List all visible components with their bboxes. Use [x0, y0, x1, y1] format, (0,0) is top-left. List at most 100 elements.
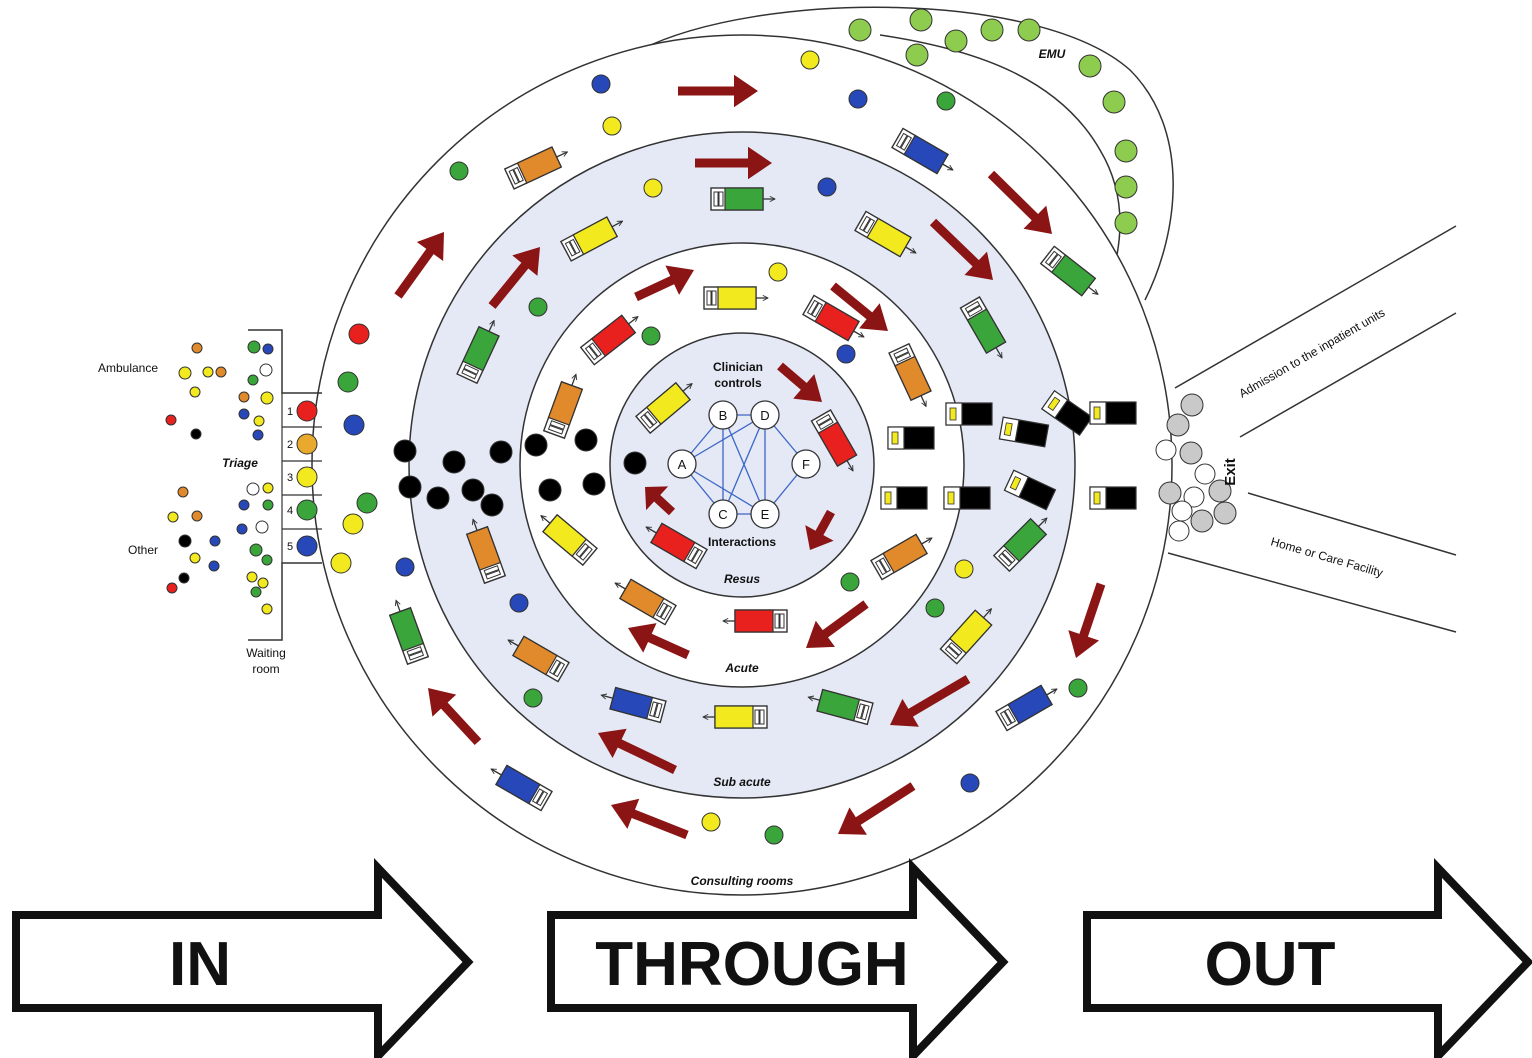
- boarding-patient-bed: [943, 486, 991, 510]
- patient-dot: [178, 366, 192, 380]
- waiting-room-label-1: Waiting: [246, 646, 286, 660]
- patient-bed: [710, 187, 775, 211]
- flow-arrow: [598, 728, 677, 775]
- ambulance-label: Ambulance: [98, 361, 158, 375]
- patient-dot: [623, 451, 647, 475]
- patient-bed: [388, 597, 430, 666]
- phase-label: IN: [169, 930, 231, 999]
- patient-dot: [262, 482, 274, 494]
- patient-dot: [848, 89, 868, 109]
- patient-dot: [489, 440, 513, 464]
- patient-dot: [1158, 481, 1182, 505]
- patient-bed: [939, 601, 993, 665]
- patient-bed: [534, 513, 598, 567]
- patient-dot: [330, 552, 352, 574]
- patient-bed: [810, 409, 858, 476]
- patient-dot: [209, 535, 221, 547]
- patient-dot: [177, 486, 189, 498]
- clinician-controls-label-2: controls: [714, 376, 762, 390]
- patient-dot: [768, 262, 788, 282]
- patient-dot: [253, 415, 265, 427]
- patient-dot: [208, 560, 220, 572]
- flow-arrow: [1068, 582, 1106, 659]
- patient-dot: [343, 414, 365, 436]
- patient-dot: [800, 50, 820, 70]
- flow-arrow: [394, 232, 444, 299]
- patient-dot: [509, 593, 529, 613]
- boarding-patient-bed: [880, 486, 928, 510]
- clinician-controls-label-1: Clinician: [713, 360, 763, 374]
- patient-dot: [1180, 393, 1204, 417]
- patient-dot: [701, 812, 721, 832]
- triage-level-number: 5: [287, 541, 293, 553]
- phase-arrow: [1083, 858, 1532, 1058]
- patient-dot: [574, 428, 598, 452]
- patient-dot: [1183, 486, 1205, 508]
- patient-dot: [1017, 18, 1041, 42]
- patient-dot: [167, 511, 179, 523]
- boarding-patient-bed: [1003, 469, 1057, 511]
- beds-layer: [388, 127, 1137, 812]
- emu-label: EMU: [1039, 47, 1066, 61]
- patient-dot: [840, 572, 860, 592]
- patient-dot: [262, 343, 274, 355]
- clinician-node-label: D: [760, 408, 769, 423]
- patient-bed: [610, 578, 677, 626]
- patient-dot: [538, 478, 562, 502]
- clinician-node: [708, 499, 738, 529]
- patient-dot: [257, 577, 269, 589]
- interactions-label: Interactions: [708, 535, 776, 549]
- patient-dot: [348, 323, 370, 345]
- triage-level-dot: [296, 499, 318, 521]
- patient-dot: [1194, 463, 1216, 485]
- flow-arrow: [628, 623, 690, 660]
- clinician-node-label: B: [719, 408, 728, 423]
- patient-dot: [215, 366, 227, 378]
- exit-label: Exit: [1222, 458, 1239, 486]
- admission-label: Admission to the inpatient units: [1237, 305, 1388, 400]
- patient-dot: [582, 472, 606, 496]
- flow-arrow: [806, 600, 869, 649]
- clinician-node-label: C: [718, 507, 727, 522]
- triage-label: Triage: [222, 456, 258, 470]
- phase-label: OUT: [1205, 930, 1336, 999]
- patient-dot: [1179, 441, 1203, 465]
- patient-bed: [465, 516, 507, 585]
- boarding-patient-bed: [1041, 389, 1093, 437]
- patient-dot: [261, 554, 273, 566]
- clinician-node: [750, 499, 780, 529]
- patient-dot: [342, 513, 364, 535]
- boarding-patient-bed: [998, 416, 1050, 448]
- patient-dot: [925, 598, 945, 618]
- patient-dot: [848, 18, 872, 42]
- patient-bed: [854, 210, 921, 258]
- patient-dot: [398, 475, 422, 499]
- patient-dot: [591, 74, 611, 94]
- patient-dot: [426, 486, 450, 510]
- patient-bed: [723, 609, 788, 633]
- patient-bed: [1039, 245, 1105, 297]
- patient-dot: [936, 91, 956, 111]
- boarding-patient-bed: [887, 426, 935, 450]
- patient-dot: [643, 178, 663, 198]
- patient-dot: [189, 552, 201, 564]
- patient-dot: [246, 571, 258, 583]
- patient-dot: [189, 386, 201, 398]
- patient-dot: [836, 344, 856, 364]
- phase-arrow: [547, 858, 1009, 1058]
- waiting-room-enclosure: [248, 329, 322, 641]
- flow-arrow: [777, 362, 823, 403]
- patient-dot: [261, 603, 273, 615]
- patient-bed: [503, 146, 572, 190]
- patient-dot: [461, 478, 485, 502]
- patient-bed: [888, 342, 932, 411]
- patient-dot: [337, 371, 359, 393]
- flow-arrow: [695, 146, 772, 180]
- patient-bed: [456, 316, 500, 385]
- patient-bed: [579, 314, 645, 366]
- acute-label: Acute: [724, 661, 759, 675]
- phase-label: THROUGH: [595, 930, 908, 999]
- flow-arrow: [830, 282, 889, 332]
